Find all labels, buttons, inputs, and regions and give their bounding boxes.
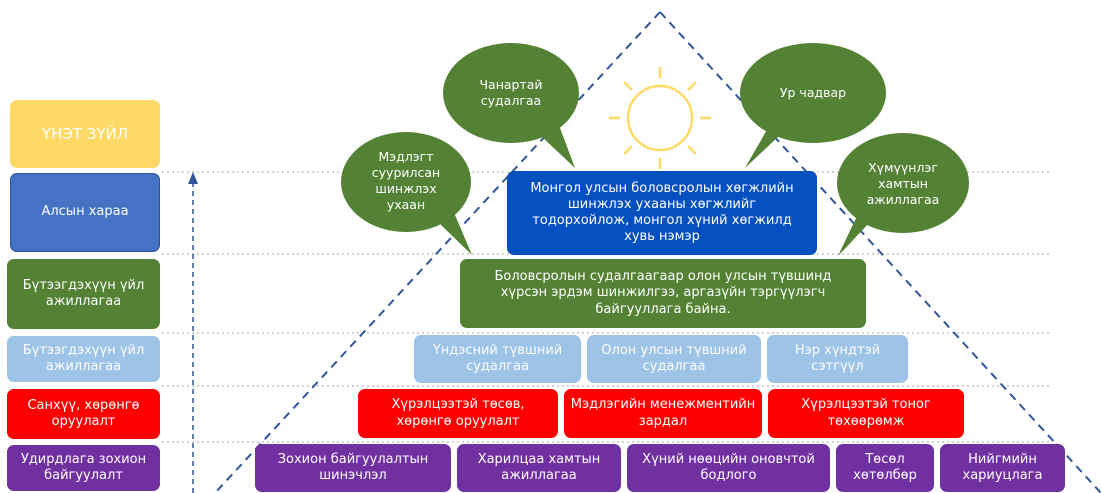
input-equipment: Хүрэлцээтэй тоног төхөөрөмж — [768, 389, 964, 438]
values-box: ҮНЭТ ЗҮЙЛ — [10, 100, 160, 168]
pyramid-outline — [214, 11, 1101, 493]
output-reputable-journal: Нэр хүндтэй сэтгүүл — [767, 335, 908, 383]
mission-statement-box: Боловсролын судалгаагаар олон улсын түвш… — [460, 259, 866, 328]
sun-icon — [609, 67, 711, 169]
input-knowledge-management: Мэдлэгийн менежментийн зардал — [564, 389, 762, 438]
management-box: Удирдлага зохион байгуулалт — [7, 445, 160, 491]
output-box: Бүтээгдэхүүн үйл ажиллагаа — [7, 336, 160, 382]
vision-box: Алсын хараа — [10, 173, 160, 252]
mgmt-projects: Төсөл хөтөлбөр — [836, 444, 934, 492]
mgmt-restructuring: Зохион байгуулалтын шинэчлэл — [255, 444, 451, 492]
outcome-box: Бүтээгдэхүүн үйл ажиллагаа — [7, 259, 160, 329]
mgmt-social-responsibility: Нийгмийн хариуцлага — [940, 444, 1065, 492]
speech-bubbles — [341, 43, 969, 256]
mgmt-cooperation: Харилцаа хамтын ажиллагаа — [457, 444, 621, 492]
mgmt-hr-policy: Хүний нөөцийн оновчтой бодлого — [627, 444, 830, 492]
bubble-quality-text: Чанартай судалгаа — [479, 76, 543, 108]
bubble-collaboration-text: Хүмүүнлэг хамтын ажиллагаа — [866, 159, 940, 208]
output-national-research: Үндэсний түвшний судалгаа — [414, 335, 581, 383]
vision-statement-box: Монгол улсын боловсролын хөгжлийн шинжлэ… — [507, 171, 817, 255]
bubble-evidence-text: Мэдлэгт суурилсан шинжлэх ухаан — [371, 148, 441, 213]
up-arrow — [188, 172, 198, 493]
input-budget: Хүрэлцээтэй төсөв, хөрөнгө оруулалт — [358, 389, 558, 438]
output-international-research: Олон улсын түвшний судалгаа — [587, 335, 761, 383]
bubble-competence-text: Ур чадвар — [779, 84, 847, 100]
input-box: Санхүү, хөрөнгө оруулалт — [7, 389, 160, 439]
